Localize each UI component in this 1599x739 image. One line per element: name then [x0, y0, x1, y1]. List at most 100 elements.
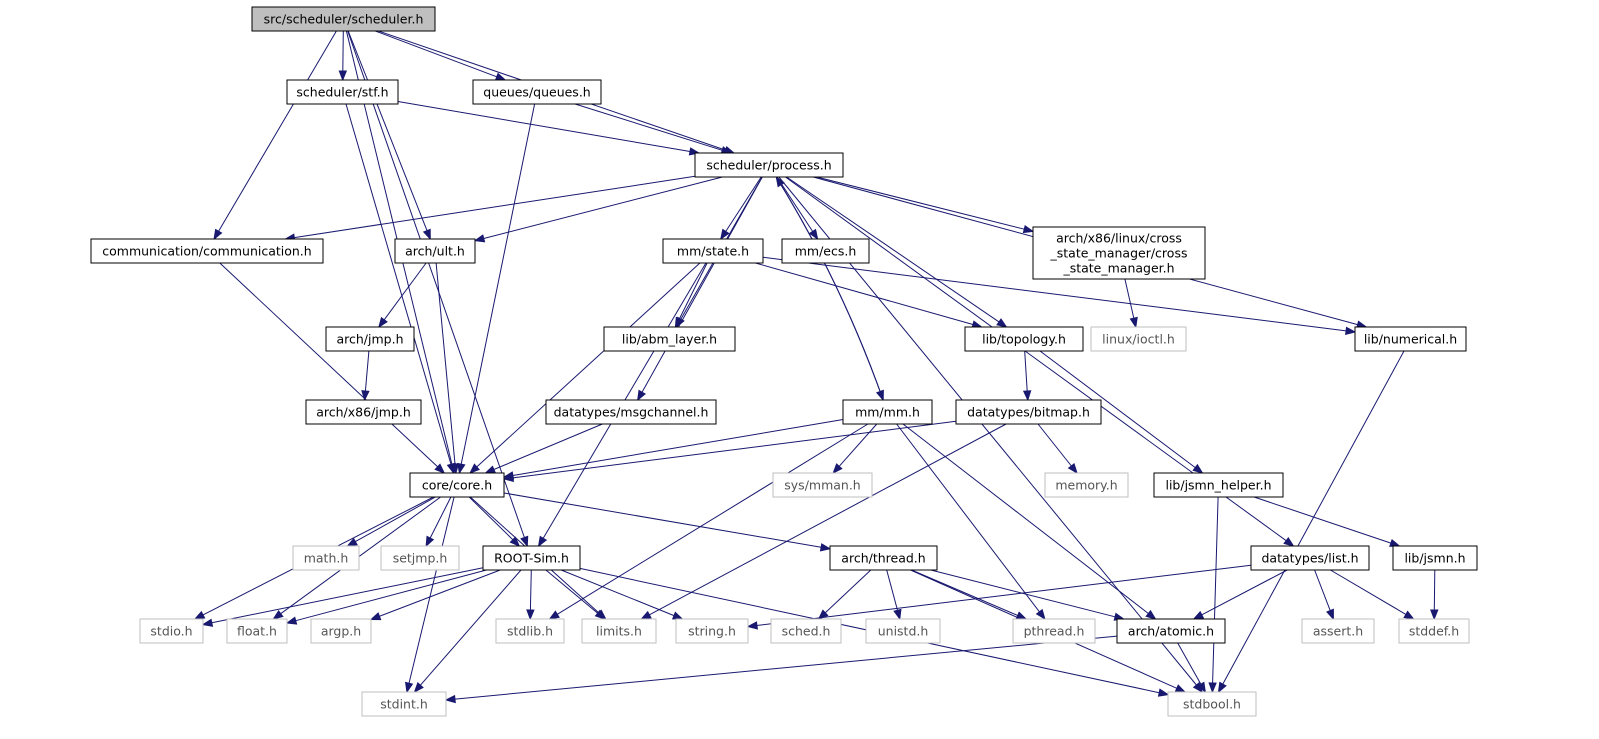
node-ecs[interactable]: mm/ecs.h — [781, 238, 870, 264]
edge-ult-to-jmp — [378, 262, 427, 329]
edge-list-to-atomic — [1192, 569, 1288, 620]
edge-process-to-mm — [775, 176, 884, 402]
node-argp: argp.h — [310, 618, 372, 644]
node-math: math.h — [292, 545, 360, 571]
node-label: scheduler/process.h — [706, 158, 831, 173]
edge-state-to-core — [469, 262, 701, 474]
edge-scheduler-to-stf — [338, 30, 348, 82]
node-box — [394, 238, 476, 264]
node-process[interactable]: scheduler/process.h — [694, 152, 844, 178]
node-label: _state_manager.h — [1062, 261, 1174, 276]
node-box — [495, 618, 565, 644]
edge-core-to-rootsim — [468, 496, 521, 547]
node-x86jmp[interactable]: arch/x86/jmp.h — [305, 399, 422, 425]
node-box — [1167, 691, 1257, 717]
node-stf[interactable]: scheduler/stf.h — [286, 79, 399, 105]
edge-jmp-to-x86jmp — [361, 350, 370, 402]
edge-thread-to-unistd — [886, 569, 902, 621]
edges-layer — [193, 30, 1439, 704]
node-abm[interactable]: lib/abm_layer.h — [603, 326, 736, 352]
node-unistd: unistd.h — [865, 618, 941, 644]
node-label: mm/ecs.h — [795, 244, 857, 259]
node-jmp[interactable]: arch/jmp.h — [325, 326, 415, 352]
nodes-layer: src/scheduler/scheduler.h scheduler/stf.h… — [90, 6, 1478, 717]
node-scheduler[interactable]: src/scheduler/scheduler.h — [251, 6, 436, 32]
node-label: lib/jsmn_helper.h — [1165, 478, 1271, 493]
edge-mm-to-process — [775, 175, 884, 401]
node-csm[interactable]: arch/x86/linux/cross_state_manager/cross… — [1032, 226, 1206, 280]
node-stdlib: stdlib.h — [495, 618, 565, 644]
node-box — [1153, 472, 1284, 498]
node-jsmnhelper[interactable]: lib/jsmn_helper.h — [1153, 472, 1284, 498]
node-msgchannel[interactable]: datatypes/msgchannel.h — [545, 399, 717, 425]
node-ult[interactable]: arch/ult.h — [394, 238, 476, 264]
node-box — [545, 399, 717, 425]
node-communication[interactable]: communication/communication.h — [90, 238, 324, 264]
edge-csm-to-ioctl — [1124, 278, 1138, 329]
node-box — [662, 238, 764, 264]
edge-atomic-to-stdint — [444, 635, 1118, 704]
node-label: mm/state.h — [677, 244, 749, 259]
node-label: unistd.h — [878, 624, 929, 639]
node-stdint: stdint.h — [361, 691, 447, 717]
node-box — [305, 399, 422, 425]
node-label: src/scheduler/scheduler.h — [264, 12, 424, 27]
node-limits: limits.h — [581, 618, 657, 644]
node-memory: memory.h — [1044, 472, 1129, 498]
node-state[interactable]: mm/state.h — [662, 238, 764, 264]
node-label: lib/topology.h — [982, 332, 1066, 347]
node-box — [1090, 326, 1187, 352]
node-rootsim[interactable]: ROOT-Sim.h — [482, 545, 581, 571]
node-topology[interactable]: lib/topology.h — [964, 326, 1084, 352]
node-label: arch/x86/jmp.h — [316, 405, 411, 420]
node-box — [1044, 472, 1129, 498]
node-label: stdint.h — [380, 697, 428, 712]
node-label: sched.h — [782, 624, 831, 639]
node-list[interactable]: datatypes/list.h — [1250, 545, 1370, 571]
node-float: float.h — [226, 618, 288, 644]
edge-scheduler-to-communication — [213, 30, 337, 241]
node-box — [1116, 618, 1226, 644]
node-setjmp: setjmp.h — [380, 545, 460, 571]
node-box — [380, 545, 460, 571]
node-jsmn[interactable]: lib/jsmn.h — [1392, 545, 1478, 571]
edge-process-to-ult — [473, 176, 723, 243]
edge-rootsim-to-argp — [369, 569, 501, 621]
node-core[interactable]: core/core.h — [409, 472, 505, 498]
node-box — [409, 472, 505, 498]
node-box — [1250, 545, 1370, 571]
node-mm[interactable]: mm/mm.h — [842, 399, 933, 425]
node-queues[interactable]: queues/queues.h — [472, 79, 602, 105]
edge-process-to-ecs — [776, 176, 819, 241]
node-label: arch/ult.h — [405, 244, 465, 259]
node-thread[interactable]: arch/thread.h — [829, 545, 938, 571]
edge-jsmnhelper-to-jsmn — [1253, 496, 1401, 547]
node-label: stddef.h — [1409, 624, 1459, 639]
edge-ult-to-core — [435, 262, 460, 475]
node-box — [286, 79, 399, 105]
node-box — [1032, 226, 1206, 280]
node-label: arch/x86/linux/cross — [1056, 231, 1182, 246]
edge-rootsim-to-stdio — [201, 567, 484, 627]
node-atomic[interactable]: arch/atomic.h — [1116, 618, 1226, 644]
node-stdbool: stdbool.h — [1167, 691, 1257, 717]
node-box — [292, 545, 360, 571]
node-label: string.h — [688, 624, 736, 639]
edge-process-to-topology — [786, 176, 1008, 328]
node-box — [482, 545, 581, 571]
node-bitmap[interactable]: datatypes/bitmap.h — [955, 399, 1102, 425]
edge-queues-to-core — [457, 103, 536, 475]
edge-rootsim-to-float — [285, 569, 487, 625]
node-numerical[interactable]: lib/numerical.h — [1354, 326, 1467, 352]
edge-core-to-stdint — [405, 496, 455, 694]
edge-scheduler-to-ult — [347, 30, 431, 241]
node-box — [772, 472, 873, 498]
edge-mm-to-stdlib — [548, 423, 869, 620]
node-label: memory.h — [1055, 478, 1117, 493]
edge-process-to-state — [720, 176, 762, 241]
node-assert: assert.h — [1301, 618, 1375, 644]
edge-scheduler-to-queues — [375, 30, 507, 81]
edge-jsmnhelper-to-stdbool — [1208, 496, 1219, 694]
edge-core-to-setjmp — [425, 496, 452, 548]
edge-list-to-stddef — [1330, 569, 1415, 620]
